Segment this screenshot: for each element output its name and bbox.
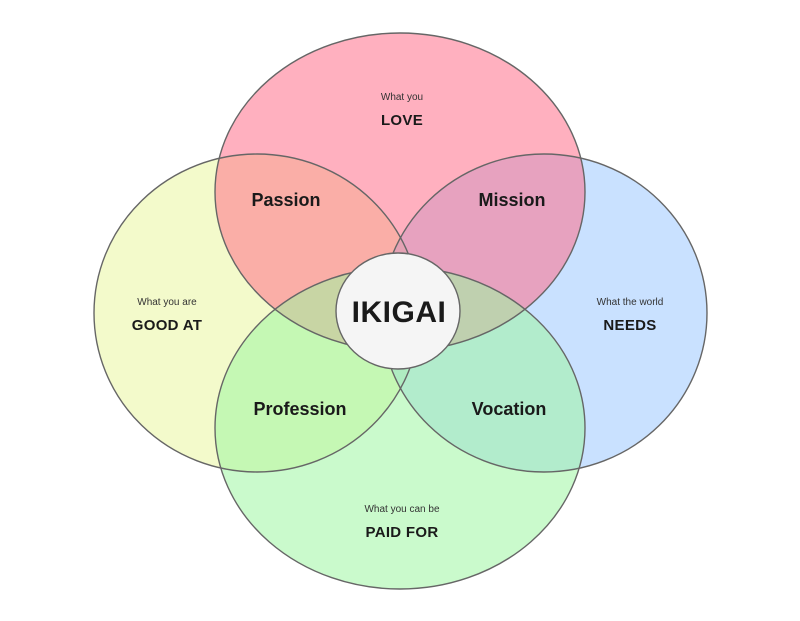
love-label: LOVE <box>381 112 423 129</box>
paid-for-prefix: What you can be <box>364 504 439 515</box>
needs-prefix: What the world <box>597 297 664 308</box>
circle-love <box>215 33 585 351</box>
ikigai-center-circle <box>335 252 461 370</box>
paid-for-label: PAID FOR <box>366 524 439 541</box>
region-labels: Passion Mission Profession Vocation <box>251 190 546 419</box>
circle-labels: What you LOVE What you are GOOD AT What … <box>132 92 664 541</box>
region-passion: Passion <box>251 190 320 210</box>
region-vocation: Vocation <box>472 399 547 419</box>
ikigai-center-label: IKIGAI <box>352 296 447 329</box>
region-mission: Mission <box>478 190 545 210</box>
good-at-label: GOOD AT <box>132 317 202 334</box>
region-profession: Profession <box>253 399 346 419</box>
love-prefix: What you <box>381 92 423 103</box>
needs-label: NEEDS <box>603 317 656 334</box>
good-at-prefix: What you are <box>137 297 197 308</box>
circle-fills <box>94 33 707 589</box>
circle-paid-for <box>215 267 585 589</box>
